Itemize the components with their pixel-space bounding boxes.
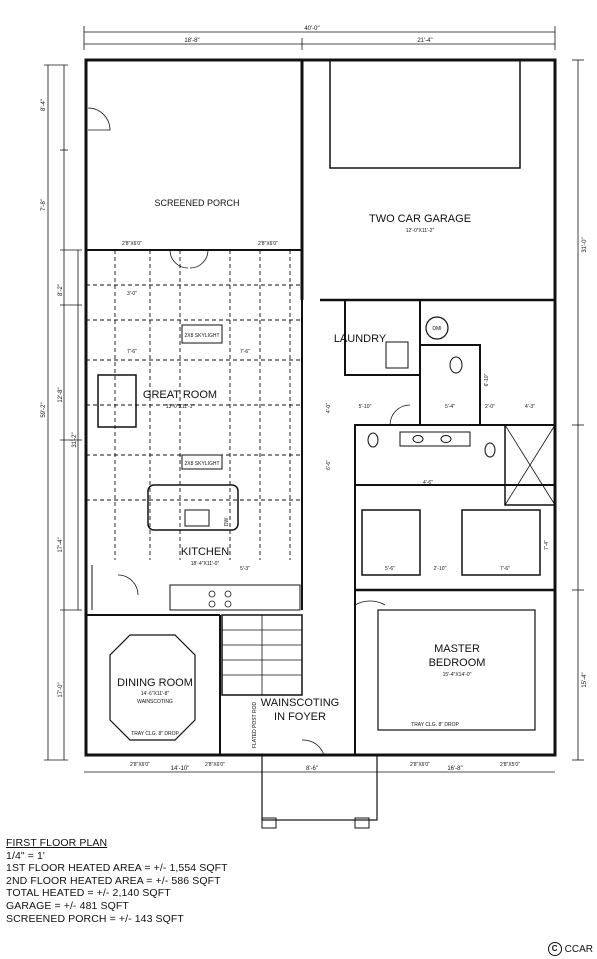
label-tray-dining: TRAY CLG. 8" DROP (131, 731, 179, 737)
label-dining-note: WAINSCOTING (137, 699, 173, 705)
dim-left-7-8: 7'-8" (41, 199, 47, 211)
dim-left-width: 18'-8" (184, 38, 199, 44)
closet-right (461, 509, 541, 576)
legend-line-3: TOTAL HEATED = +/- 2,140 SQFT (6, 887, 171, 900)
label-dining: DINING ROOM (117, 677, 193, 689)
dim-bath-5-4: 5'-4" (445, 404, 455, 410)
window-bottom-3: 2'8"X6'0" (410, 762, 430, 768)
dim-hall-4-0: 4'-0" (326, 403, 332, 413)
label-foyer-1: WAINSCOTING (261, 697, 339, 709)
dim-left-31-2: 31'-2" (72, 432, 78, 447)
dim-closet-5-6: 5'-6" (385, 566, 395, 572)
dim-right-31-0: 31'-0" (582, 237, 588, 252)
label-kitchen: KITCHEN (181, 546, 229, 558)
label-laundry: LAUNDRY (334, 333, 387, 345)
dim-right-15-4: 15'-4" (582, 672, 588, 687)
dim-left-8-4: 8'-4" (41, 99, 47, 111)
dim-left-12-8: 12'-8" (58, 387, 64, 402)
kitchen-island (147, 484, 239, 531)
window-top-1: 2'8"X6'0" (122, 241, 142, 247)
dim-bath-4-6: 4'-6" (423, 480, 433, 486)
label-great-room-size: 13'-0"X11'-1" (166, 404, 195, 410)
washer (385, 341, 409, 369)
legend-line-4: GARAGE = +/- 481 SQFT (6, 899, 129, 912)
label-beam-2: 2X8 SKYLIGHT (184, 461, 219, 467)
label-dw: DW (224, 518, 230, 527)
dim-left-8-2: 8'-2" (58, 284, 64, 296)
dim-gr-3-0: 3'-0" (127, 291, 137, 297)
window-bottom-2: 2'8"X6'0" (205, 762, 225, 768)
legend-line-5: SCREENED PORCH = +/- 143 SQFT (6, 912, 184, 925)
closet-left (361, 509, 421, 576)
window-top-2: 2'8"X6'0" (258, 241, 278, 247)
dim-closet-2-10: 2'-10" (434, 566, 447, 572)
dim-bottom-14-10: 14'-10" (171, 766, 190, 772)
dim-closet-7-6: 7'-6" (500, 566, 510, 572)
dim-laundry-5-10: 5'-10" (359, 404, 372, 410)
label-dmi: DMI (432, 326, 441, 332)
ccar-watermark: C CCAR (547, 942, 593, 956)
shower (504, 424, 556, 506)
plan-legend: FIRST FLOOR PLAN 1/4" = 1' 1ST FLOOR HEA… (6, 837, 366, 925)
garage-door (329, 59, 521, 169)
label-screened-porch: SCREENED PORCH (154, 198, 239, 208)
laundry-room (344, 299, 421, 376)
legend-line-2: 2ND FLOOR HEATED AREA = +/- 586 SQFT (6, 874, 221, 887)
dining-tray-ceiling (109, 634, 196, 741)
master-bath (354, 424, 556, 486)
dim-bath-2-0: 2'-0" (485, 404, 495, 410)
dmi-circle (425, 316, 449, 340)
legend-line-1: 1ST FLOOR HEATED AREA = +/- 1,554 SQFT (6, 862, 228, 875)
label-garage: TWO CAR GARAGE (369, 213, 471, 225)
label-kitchen-size: 18'-4"X11'-0" (191, 561, 220, 567)
label-foyer-2: IN FOYER (274, 711, 326, 723)
label-garage-size: 12'-0"X11'-2" (406, 228, 435, 234)
label-dining-size: 14'-6"X11'-8" (141, 691, 170, 697)
label-master-2: BEDROOM (429, 657, 486, 669)
dim-hall-6-10: 6'-10" (484, 373, 490, 386)
label-beam-1: 2X8 SKYLIGHT (184, 333, 219, 339)
dim-bottom-16-8: 16'-8" (447, 766, 462, 772)
label-master: MASTER (434, 643, 480, 655)
window-bottom-4: 2'8"X5'0" (500, 762, 520, 768)
dim-left-17-0: 17'-0" (58, 682, 64, 697)
dim-bath-4-3: 4'-3" (525, 404, 535, 410)
label-stair-note: FLATED POST ROD (252, 702, 258, 749)
label-great-room: GREAT ROOM (143, 389, 217, 401)
dim-hall-7-4: 7'-4" (544, 540, 550, 550)
legend-scale: 1/4" = 1' (6, 849, 46, 862)
dim-gr-7-6b: 7'-6" (240, 349, 250, 355)
master-tray-ceiling (377, 609, 536, 731)
front-porch (261, 754, 378, 821)
label-tray-master: TRAY CLG. 8" DROP (411, 722, 459, 728)
label-master-size: 15'-4"X14'-0" (443, 672, 472, 678)
watermark-text: CCAR (564, 943, 593, 955)
dim-gr-7-6a: 7'-6" (127, 349, 137, 355)
dim-right-width: 21'-4" (417, 38, 432, 44)
dim-left-59-2: 59'-2" (41, 402, 47, 417)
dim-left-17-4: 17'-4" (58, 537, 64, 552)
window-bottom-1: 2'8"X6'0" (130, 762, 150, 768)
dim-hall-6-6: 6'-6" (326, 460, 332, 470)
fireplace (97, 374, 137, 428)
half-bath (419, 344, 481, 426)
legend-title: FIRST FLOOR PLAN (6, 837, 108, 849)
dim-kit-5-3: 5'-3" (240, 566, 250, 572)
dim-overall-width: 40'-0" (304, 26, 319, 32)
copyright-icon: C (547, 942, 562, 956)
dim-bottom-8-6: 8'-6" (306, 766, 318, 772)
